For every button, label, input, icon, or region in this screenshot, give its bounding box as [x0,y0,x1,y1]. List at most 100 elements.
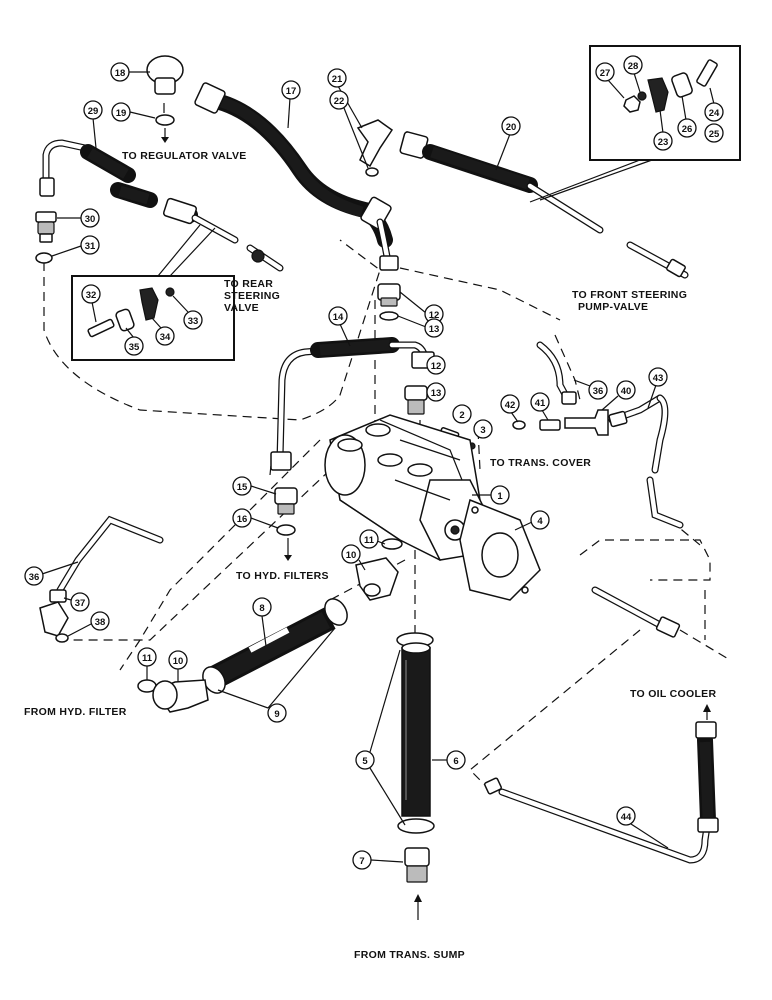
callout-1: 1 [472,485,510,505]
callout-10a: 10 [341,544,366,571]
label-to-regulator-valve: TO REGULATOR VALVE [122,150,247,162]
svg-text:23: 23 [658,137,669,148]
tube-44 [484,721,719,864]
svg-text:44: 44 [621,812,632,823]
callout-27: 27 [595,62,625,99]
hose-17 [194,82,399,271]
svg-text:43: 43 [653,373,664,384]
callout-13b: 13 [426,382,446,402]
svg-text:29: 29 [88,106,99,117]
callout-17: 17 [281,80,301,129]
svg-text:11: 11 [364,535,375,546]
svg-text:13: 13 [429,324,440,335]
svg-text:5: 5 [362,756,368,767]
hose-8 [202,598,348,694]
svg-text:33: 33 [188,316,199,327]
svg-text:38: 38 [95,617,106,628]
callout-12b: 12 [426,355,446,375]
callout-5b [369,767,406,826]
callout-29: 29 [83,100,103,149]
label-from-trans-sump: FROM TRANS. SUMP [354,949,465,961]
callout-21: 21 [327,68,363,129]
svg-text:27: 27 [600,68,611,79]
callout-26: 26 [677,95,697,138]
callout-7: 7 [352,850,404,870]
svg-text:22: 22 [334,96,345,107]
svg-text:12: 12 [429,310,440,321]
svg-text:17: 17 [286,86,297,97]
label-to-oil-cooler: TO OIL COOLER [630,688,716,700]
svg-text:3: 3 [480,425,485,436]
callout-35: 35 [124,327,144,356]
callout-41: 41 [530,392,550,421]
callout-16: 16 [232,508,279,529]
tube-to-oil-cooler [591,586,681,638]
callout-3: 3 [473,419,493,439]
callout-37: 37 [63,592,90,612]
svg-text:9: 9 [274,709,279,720]
hose-29 [39,139,284,272]
svg-text:30: 30 [85,214,96,225]
callout-8: 8 [252,597,272,647]
sump-tube-6 [396,632,435,883]
callout-13a: 13 [397,315,444,338]
svg-text:21: 21 [332,74,343,85]
svg-text:14: 14 [333,312,344,323]
label-to-hyd-filters: TO HYD. FILTERS [236,570,329,582]
svg-text:34: 34 [160,332,171,343]
callout-32: 32 [81,284,101,323]
callout-14: 14 [328,306,351,347]
svg-text:2: 2 [459,410,464,421]
svg-text:20: 20 [506,122,517,133]
callout-38: 38 [67,611,110,637]
fittings-36-40-41-42 [512,341,684,529]
callout-24: 24 [704,87,724,122]
svg-text:10: 10 [173,656,184,667]
label-to-rear-steering-3: VALVE [224,302,259,314]
label-from-hyd-filter: FROM HYD. FILTER [24,706,127,718]
elbow-21 [356,119,394,177]
callout-30: 30 [57,208,100,228]
label-to-front-steering-1: TO FRONT STEERING [572,289,687,301]
callouts: 1 2 3 4 5 6 7 8 9 10 10 11 11 12 12 13 1… [24,55,724,870]
callout-40: 40 [601,380,636,411]
routing-labels: TO REGULATOR VALVE TO REAR STEERING VALV… [24,150,716,961]
svg-text:36: 36 [29,572,40,583]
callout-22: 22 [329,90,369,169]
svg-text:31: 31 [85,241,96,252]
callout-18: 18 [110,62,150,82]
callout-36a: 36 [573,379,608,400]
svg-text:19: 19 [116,108,127,119]
callout-28: 28 [623,55,643,93]
callout-15: 15 [232,476,277,496]
svg-text:42: 42 [505,400,516,411]
callout-19: 19 [111,102,156,122]
callout-9: 9 [217,627,336,723]
fittings-15-16 [274,487,298,536]
svg-text:32: 32 [86,290,97,301]
callout-12a: 12 [399,291,444,324]
svg-text:12: 12 [431,361,442,372]
fittings-36-37-38 [39,515,164,643]
regulator-cap-18 [146,55,184,126]
callout-10b: 10 [168,650,188,682]
svg-text:24: 24 [709,108,720,119]
svg-text:8: 8 [259,603,264,614]
hose-14 [270,337,435,471]
elbow-10-upper [355,538,403,601]
callout-6: 6 [432,750,466,770]
label-to-trans-cover: TO TRANS. COVER [490,457,591,469]
svg-text:18: 18 [115,68,126,79]
callout-11b: 11 [137,647,157,680]
svg-text:36: 36 [593,386,604,397]
svg-text:16: 16 [237,514,248,525]
direction-arrows [161,103,711,920]
svg-text:7: 7 [359,856,364,867]
hose-20 [399,131,689,279]
gasket-4 [459,498,541,601]
label-to-rear-steering-1: TO REAR [224,278,273,290]
callout-5a: 5 [355,649,401,770]
callout-23: 23 [653,109,673,151]
callout-20: 20 [495,116,521,171]
